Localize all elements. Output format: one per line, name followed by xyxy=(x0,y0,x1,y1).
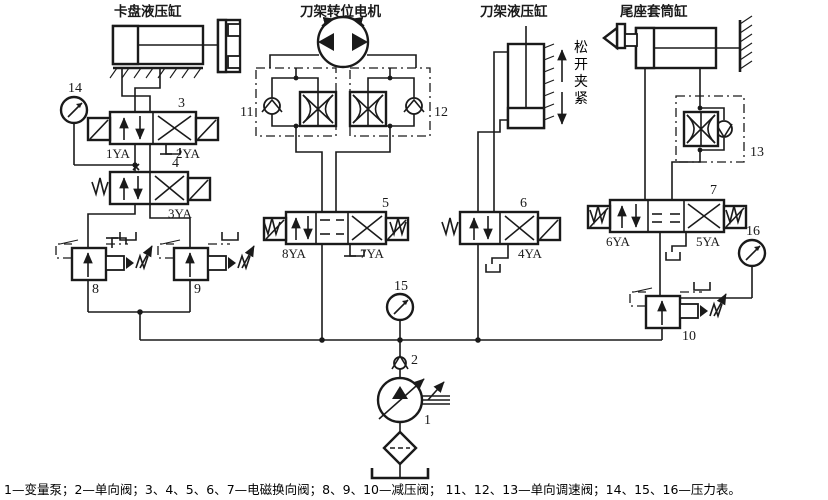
turret-motor-assembly xyxy=(269,15,417,69)
title-turret-cylinder: 刀架液压缸 xyxy=(480,3,548,20)
pressure-gauge-15: 15 xyxy=(385,279,415,362)
component-number-8: 8 xyxy=(92,282,99,297)
solenoid-valve-5[interactable]: 8YA 7YA 5 xyxy=(262,196,410,343)
pressure-reducing-valve-8[interactable]: 8 xyxy=(55,232,153,312)
title-turret-motor: 刀架转位电机 xyxy=(300,3,381,20)
title-chuck-cylinder: 卡盘液压缸 xyxy=(114,3,182,20)
component-number-10: 10 xyxy=(682,329,696,344)
annotation-loosen: 松 开 夹 紧 xyxy=(574,40,588,107)
component-number-13: 13 xyxy=(750,145,764,160)
component-number-16: 16 xyxy=(746,224,760,239)
component-number-1: 1 xyxy=(424,413,431,428)
suction-filter xyxy=(382,430,418,478)
component-number-15: 15 xyxy=(394,279,408,294)
solenoid-label-8ya: 8YA xyxy=(282,246,306,261)
solenoid-label-2ya: 2YA xyxy=(176,146,200,161)
solenoid-label-6ya: 6YA xyxy=(606,234,630,249)
solenoid-label-4ya: 4YA xyxy=(518,246,542,261)
one-way-throttle-valve-11[interactable]: 11 xyxy=(240,67,338,137)
component-number-5: 5 xyxy=(382,196,389,211)
solenoid-label-5ya: 5YA xyxy=(696,234,720,249)
component-number-11: 11 xyxy=(240,105,253,120)
cylinder-hatch xyxy=(543,43,555,121)
pressure-reducing-valve-10[interactable]: 10 xyxy=(629,282,727,344)
pressure-gauge-16: 16 xyxy=(737,224,767,298)
solenoid-label-1ya: 1YA xyxy=(106,146,130,161)
component-number-9: 9 xyxy=(194,282,201,297)
component-number-14: 14 xyxy=(68,81,82,96)
solenoid-label-7ya: 7YA xyxy=(360,246,384,261)
pressure-reducing-valve-9[interactable]: 9 xyxy=(157,232,255,312)
solenoid-valve-4[interactable]: 3YA 4 xyxy=(87,144,212,248)
wall-hatch xyxy=(739,15,753,70)
ground-hatch xyxy=(109,67,202,79)
title-tailstock-cylinder: 尾座套筒缸 xyxy=(620,3,688,20)
component-number-4: 4 xyxy=(172,156,179,171)
check-valve-2: 2 xyxy=(391,353,418,378)
component-number-3: 3 xyxy=(178,96,185,111)
turret-cylinder-assembly xyxy=(477,26,567,212)
figure-caption: 1—变量泵；2—单向阀；3、4、5、6、7—电磁换向阀；8、9、10—减压阀； … xyxy=(4,482,741,497)
one-way-throttle-valve-12[interactable]: 12 xyxy=(348,67,448,137)
tailstock-cylinder-assembly xyxy=(602,15,753,200)
solenoid-valve-3[interactable]: 1YA 2YA 3 xyxy=(86,96,220,161)
reservoir-tank xyxy=(370,468,430,480)
component-number-6: 6 xyxy=(520,196,527,211)
variable-displacement-pump-1: 1 xyxy=(376,376,450,432)
chuck-cylinder-assembly xyxy=(109,18,242,112)
component-number-7: 7 xyxy=(710,183,717,198)
component-number-12: 12 xyxy=(434,105,448,120)
solenoid-valve-6[interactable]: 4YA 6 xyxy=(441,196,562,343)
one-way-throttle-valve-13[interactable]: 13 xyxy=(671,95,764,200)
solenoid-valve-7[interactable]: 6YA 5YA 7 xyxy=(586,183,748,261)
component-number-2: 2 xyxy=(411,353,418,368)
